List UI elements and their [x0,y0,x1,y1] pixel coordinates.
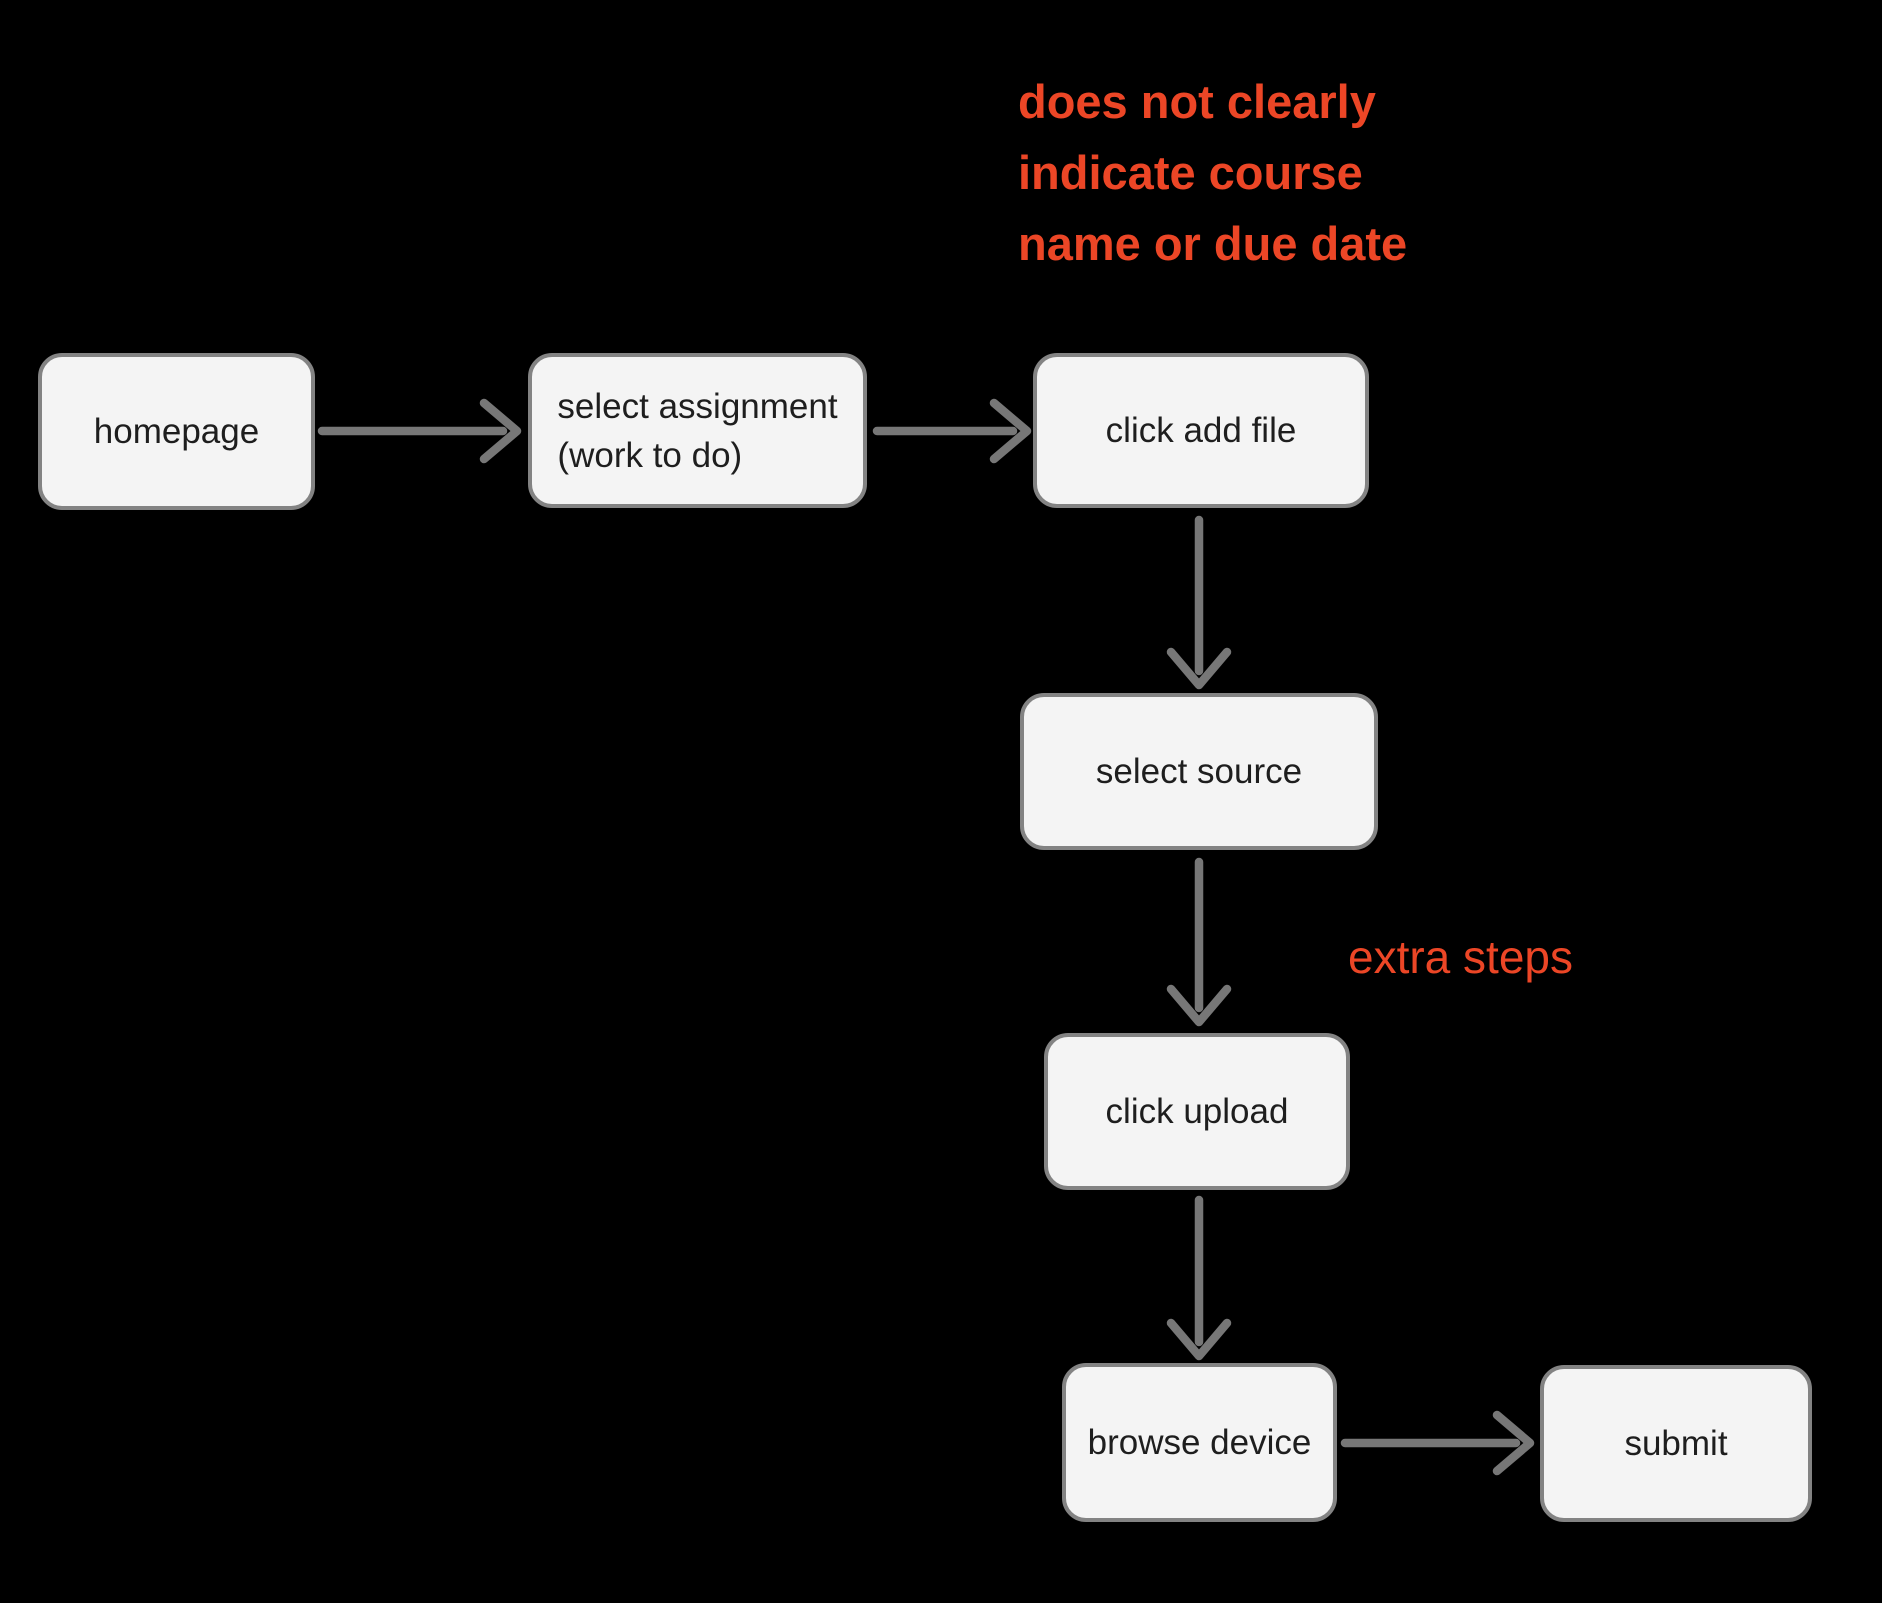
node-label: submit [1624,1424,1728,1463]
node-label: select source [1095,752,1303,791]
node-select-assignment[interactable]: select assignment (work to do) [528,353,867,508]
node-label: click upload [1105,1092,1289,1131]
annotation-line: indicate course [1018,146,1363,199]
node-submit[interactable]: submit [1540,1365,1812,1522]
node-click-add-file[interactable]: click add file [1033,353,1369,508]
node-homepage[interactable]: homepage [38,353,315,510]
arrow-click-upload-to-browse-device [1166,1195,1232,1361]
arrow-homepage-to-select-assignment [317,398,522,464]
annotation-extra-steps: extra steps [1348,931,1573,983]
arrow-browse-device-to-submit [1340,1410,1535,1476]
node-label: click add file [1105,411,1297,450]
node-label: browse device [1087,1423,1312,1462]
annotation-line: does not clearly [1018,75,1376,128]
annotation-line: name or due date [1018,217,1408,270]
node-click-upload[interactable]: click upload [1044,1033,1350,1190]
node-label-line2: (work to do) [557,435,743,475]
node-browse-device[interactable]: browse device [1062,1363,1337,1522]
arrow-select-assignment-to-click-add-file [872,398,1032,464]
node-label: homepage [93,412,260,451]
annotation-add-file-note: does not clearly indicate course name or… [1018,66,1407,279]
node-select-source[interactable]: select source [1020,693,1378,850]
node-label-line1: select assignment [557,386,838,426]
arrow-select-source-to-click-upload [1166,857,1232,1027]
arrow-click-add-file-to-select-source [1166,515,1232,690]
